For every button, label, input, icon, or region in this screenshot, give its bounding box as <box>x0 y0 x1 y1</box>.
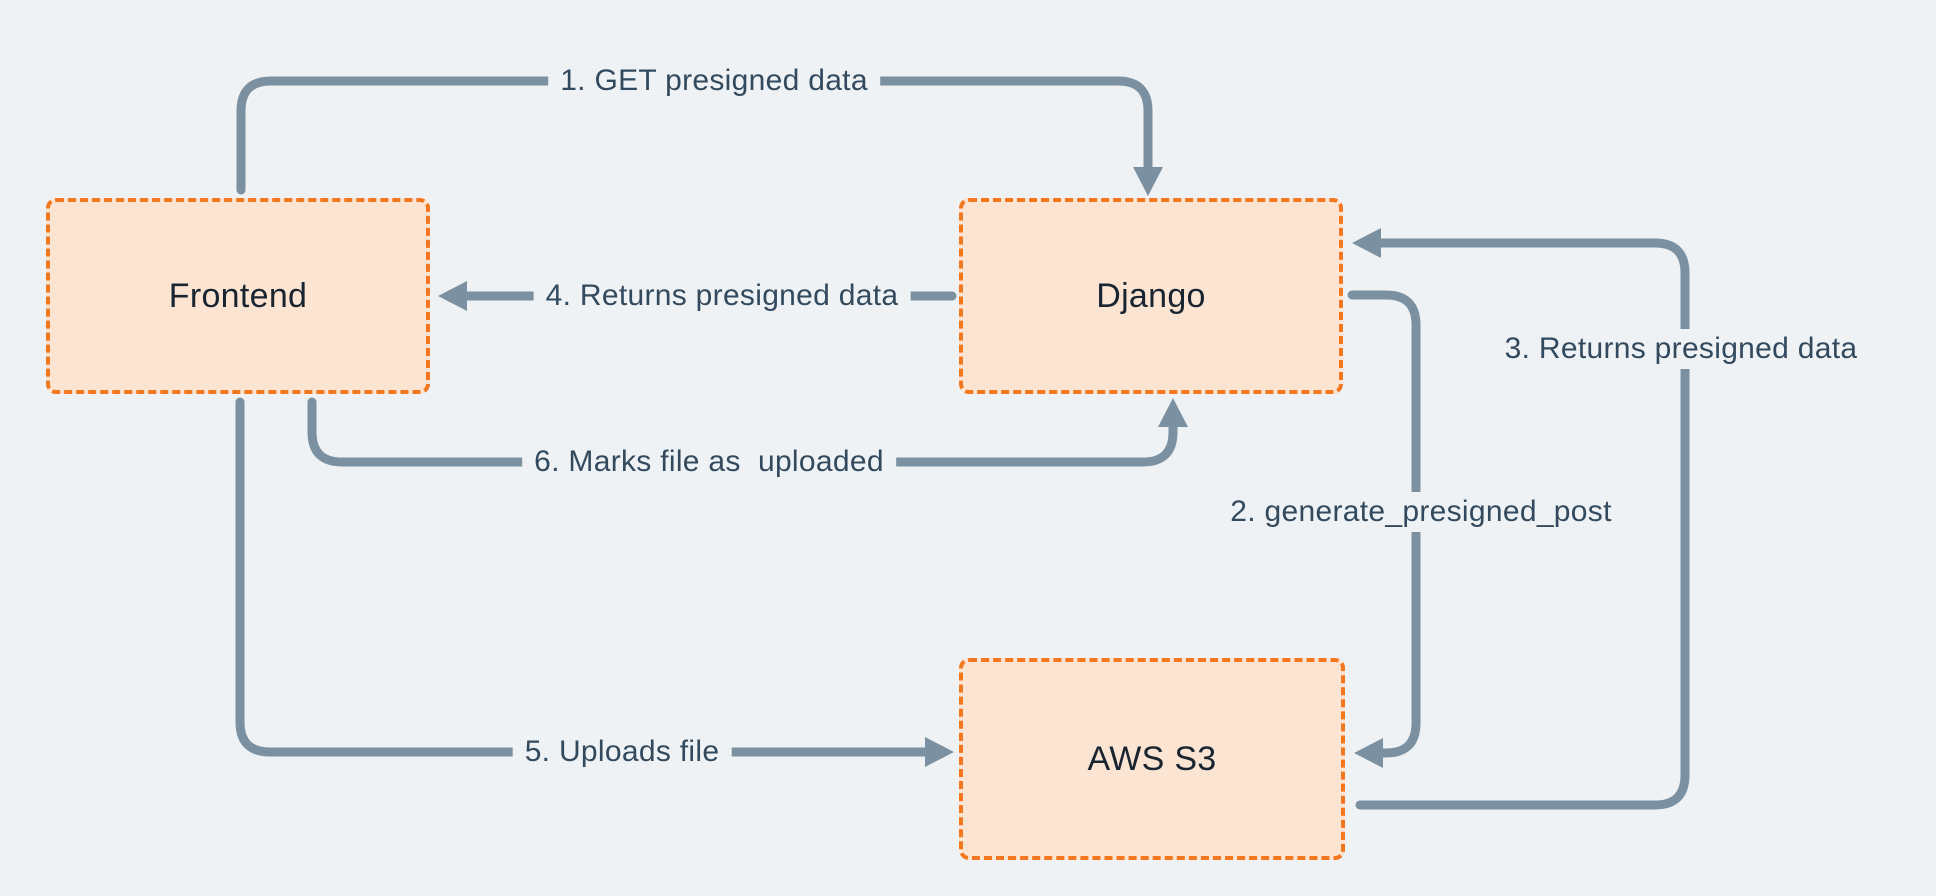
node-aws-s3-label: AWS S3 <box>1087 739 1217 778</box>
edge-label-5: 5. Uploads file <box>512 732 732 772</box>
node-django: Django <box>959 198 1343 394</box>
arrowhead-right-icon <box>925 737 954 767</box>
edge-5-arrow <box>235 397 954 767</box>
arrowhead-left-icon <box>438 281 467 311</box>
edge-label-4: 4. Returns presigned data <box>533 276 911 316</box>
edge-label-3: 3. Returns presigned data <box>1492 329 1870 369</box>
node-frontend: Frontend <box>46 198 430 394</box>
edge-label-2: 2. generate_presigned_post <box>1218 492 1624 532</box>
edge-3-arrow <box>1352 228 1690 810</box>
arrowhead-left-icon <box>1354 738 1383 768</box>
node-aws-s3: AWS S3 <box>959 658 1345 860</box>
edge-label-6: 6. Marks file as uploaded <box>522 442 896 482</box>
arrowhead-left-icon <box>1352 228 1381 258</box>
arrowhead-up-icon <box>1158 398 1188 427</box>
arrowhead-down-icon <box>1133 167 1163 196</box>
edge-label-1: 1. GET presigned data <box>548 61 880 101</box>
node-django-label: Django <box>1096 276 1206 315</box>
node-frontend-label: Frontend <box>168 276 308 315</box>
